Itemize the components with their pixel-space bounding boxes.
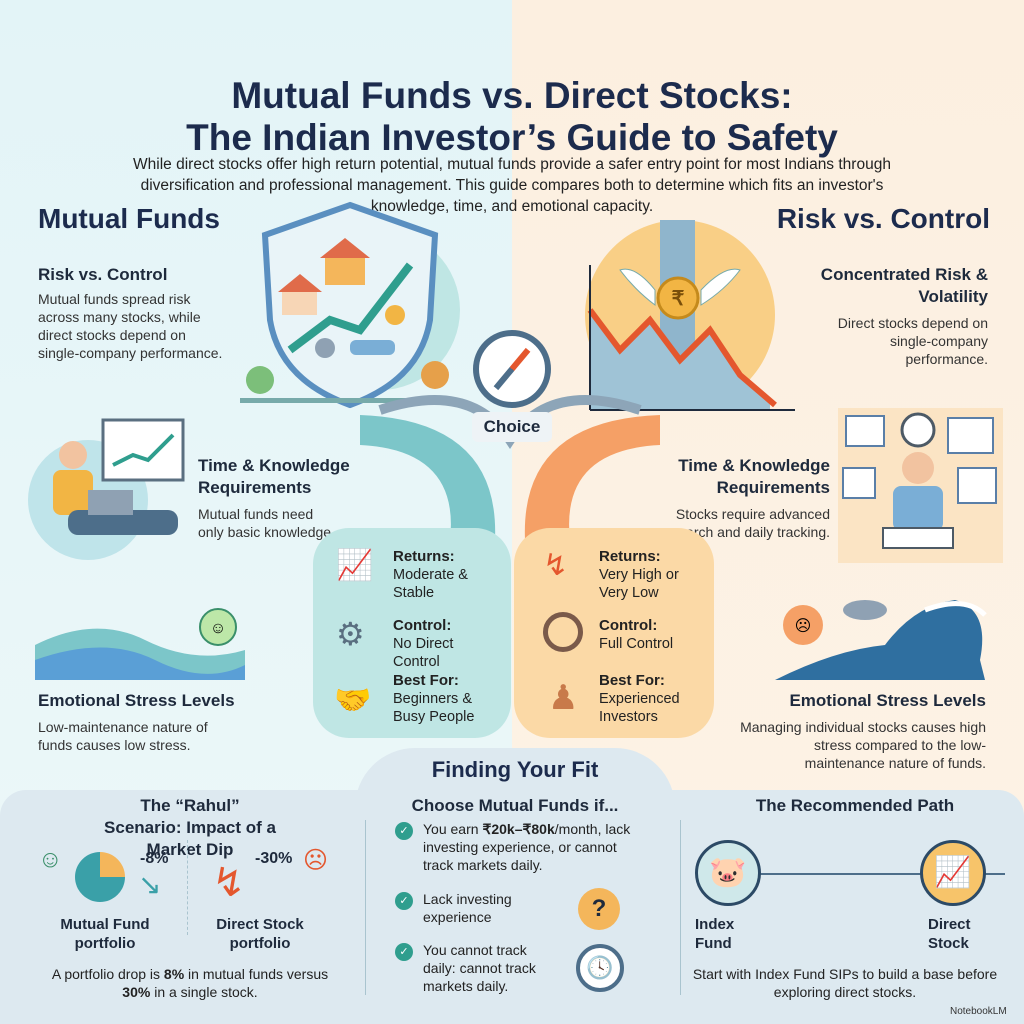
svg-text:₹: ₹ bbox=[672, 288, 685, 310]
right-stress-heading: Emotional Stress Levels bbox=[789, 691, 986, 710]
brand-label: NotebookLM bbox=[950, 1006, 1007, 1017]
clock-icon: 🕓 bbox=[576, 944, 624, 992]
recommended-path: The Recommended Path bbox=[755, 796, 955, 815]
column-divider bbox=[365, 820, 366, 995]
mf-best-for: Best For:Beginners & Busy People bbox=[393, 672, 475, 725]
choice-label: Choice bbox=[472, 412, 552, 442]
finding-fit-title: Finding Your Fit bbox=[431, 757, 599, 782]
growth-chart-icon: 📈 bbox=[336, 549, 374, 582]
mutual-funds-summary-card bbox=[313, 528, 511, 738]
check-icon: ✓ bbox=[395, 943, 413, 961]
column-divider bbox=[680, 820, 681, 995]
title-line-2: The Indian Investor’s Guide to Safety bbox=[186, 117, 838, 158]
person-laptop-illustration bbox=[28, 418, 185, 560]
finding-fit-tab bbox=[355, 748, 675, 808]
chess-pawn-icon: ♟ bbox=[548, 679, 579, 717]
ds-drop: -30% bbox=[255, 850, 293, 867]
svg-text:☺: ☺ bbox=[210, 620, 226, 637]
falling-stock-illustration: ₹ bbox=[585, 220, 795, 411]
path-line bbox=[755, 873, 1005, 875]
choose-item-1: You earn ₹20k–₹80k/month, lack investing… bbox=[423, 821, 631, 873]
mf-portfolio-label: Mutual Fund portfolio bbox=[60, 916, 150, 952]
title-line-1: Mutual Funds vs. Direct Stocks: bbox=[231, 75, 793, 116]
finding-fit-panel bbox=[0, 790, 1024, 1024]
choose-mutual-funds: Choose Mutual Funds if... bbox=[411, 796, 619, 815]
rising-chart-icon: 📈 bbox=[920, 840, 986, 906]
question-bubble-icon: ? bbox=[578, 888, 620, 930]
check-icon: ✓ bbox=[395, 822, 413, 840]
left-stress-text: Low-maintenance nature of funds causes l… bbox=[38, 719, 208, 753]
shield-illustration bbox=[240, 201, 460, 409]
left-risk-heading: Risk vs. Control bbox=[38, 265, 168, 284]
crash-arrow-icon: ↯ bbox=[212, 861, 246, 905]
right-section-title: Risk vs. Control bbox=[776, 203, 990, 234]
down-arrow-icon: ↘ bbox=[138, 869, 162, 900]
gear-wrench-icon: ⚙ bbox=[336, 616, 365, 652]
ds-best-for: Best For:Experienced Investors bbox=[599, 672, 680, 725]
rahul-scenario: The “Rahul” Scenario: Impact of a Market… bbox=[104, 796, 276, 859]
compass-icon bbox=[473, 330, 551, 408]
left-section-title: Mutual Funds bbox=[38, 203, 220, 234]
subtitle: While direct stocks offer high return po… bbox=[133, 156, 891, 215]
left-risk-text: Mutual funds spread risk across many sto… bbox=[38, 291, 223, 361]
rahul-note: A portfolio drop is 8% in mutual funds v… bbox=[51, 966, 329, 1000]
path-note: Start with Index Fund SIPs to build a ba… bbox=[692, 966, 998, 1000]
choose-item-3: You cannot track daily: cannot track mar… bbox=[423, 942, 536, 994]
direct-stock-label: Direct Stock bbox=[928, 916, 971, 952]
column-divider bbox=[187, 840, 188, 935]
stormy-wave-illustration: ☹ bbox=[775, 600, 987, 680]
left-time-heading: Time & Knowledge Requirements bbox=[198, 456, 350, 497]
right-stress-text: Managing individual stocks causes high s… bbox=[740, 719, 986, 771]
sad-face-icon: ☹ bbox=[303, 847, 329, 874]
happy-face-icon: ☺ bbox=[38, 846, 63, 873]
calm-wave-illustration: ☺ bbox=[35, 608, 245, 680]
ds-returns: Returns:Very High or Very Low bbox=[599, 548, 679, 601]
mf-control: Control:No Direct Control bbox=[393, 617, 454, 670]
piggy-bank-icon: 🐷 bbox=[695, 840, 761, 906]
handshake-icon: 🤝 bbox=[334, 684, 372, 717]
left-time-text: Mutual funds need only basic knowledge. bbox=[198, 506, 335, 540]
right-risk-text: Direct stocks depend on single-company p… bbox=[837, 315, 988, 367]
right-risk-heading: Concentrated Risk & Volatility bbox=[820, 265, 988, 306]
ds-portfolio-label: Direct Stock portfolio bbox=[216, 916, 304, 952]
left-stress-heading: Emotional Stress Levels bbox=[38, 691, 235, 710]
check-icon: ✓ bbox=[395, 892, 413, 910]
pie-chart-icon bbox=[75, 852, 125, 902]
mf-returns: Returns:Moderate & Stable bbox=[393, 548, 468, 601]
steering-wheel-icon bbox=[543, 612, 583, 652]
right-time-heading: Time & Knowledge Requirements bbox=[678, 456, 830, 497]
mf-drop: -8% bbox=[140, 850, 169, 867]
volatile-arrows-icon: ↯ bbox=[543, 549, 569, 582]
choose-item-2: Lack investing experience bbox=[423, 891, 512, 925]
svg-text:☹: ☹ bbox=[795, 618, 812, 635]
ds-control: Control:Full Control bbox=[599, 617, 674, 652]
index-fund-label: Index Fund bbox=[695, 916, 735, 952]
stressed-investor-illustration bbox=[838, 408, 1003, 563]
